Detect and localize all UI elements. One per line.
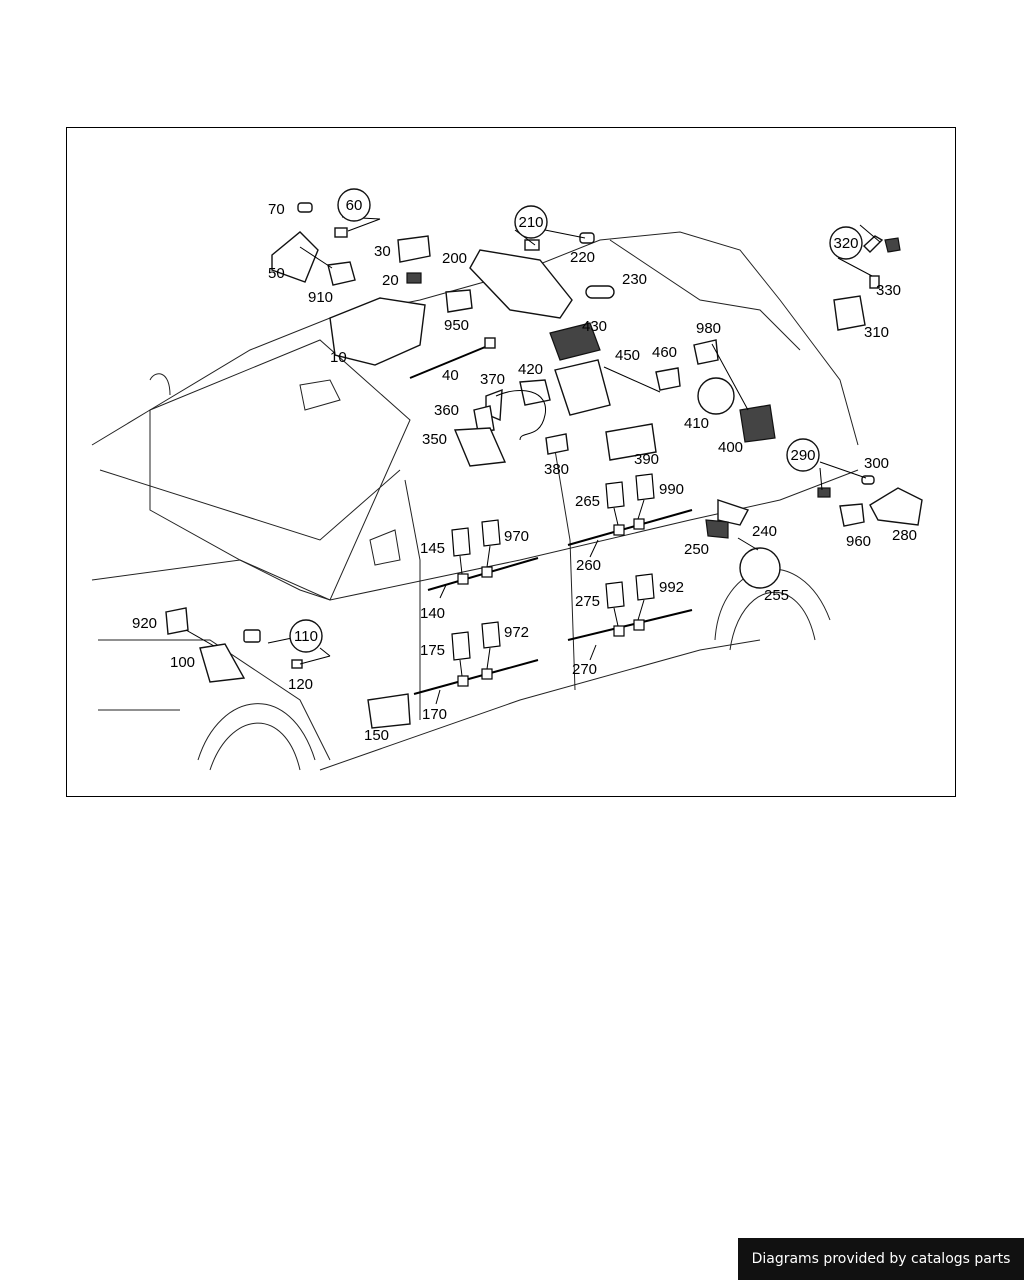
callout-170: 170 (422, 706, 447, 723)
callout-100: 100 (170, 654, 195, 671)
callout-50: 50 (268, 265, 285, 282)
callout-300: 300 (864, 455, 889, 472)
callout-310: 310 (864, 324, 889, 341)
callout-960: 960 (846, 533, 871, 550)
part-drawings (165, 202, 923, 729)
callout-920: 920 (132, 615, 157, 632)
callout-270: 270 (572, 661, 597, 678)
callout-290: 290 (790, 447, 815, 464)
callout-labels: 70 60 30 20 50 910 10 200 950 40 210 220… (132, 197, 917, 744)
callout-420: 420 (518, 361, 543, 378)
callout-40: 40 (442, 367, 459, 384)
callout-70: 70 (268, 201, 285, 218)
callout-950: 950 (444, 317, 469, 334)
callout-380: 380 (544, 461, 569, 478)
callout-250: 250 (684, 541, 709, 558)
callout-10: 10 (330, 349, 347, 366)
callout-20: 20 (382, 272, 399, 289)
callout-980: 980 (696, 320, 721, 337)
callout-120: 120 (288, 676, 313, 693)
callout-175: 175 (420, 642, 445, 659)
callout-990: 990 (659, 481, 684, 498)
callout-rings (289, 188, 863, 653)
callout-450: 450 (615, 347, 640, 364)
callout-30: 30 (374, 243, 391, 260)
callout-200: 200 (442, 250, 467, 267)
callout-350: 350 (422, 431, 447, 448)
callout-370: 370 (480, 371, 505, 388)
callout-320: 320 (833, 235, 858, 252)
callout-330: 330 (876, 282, 901, 299)
callout-430: 430 (582, 318, 607, 335)
callout-410: 410 (684, 415, 709, 432)
callout-275: 275 (575, 593, 600, 610)
callout-972: 972 (504, 624, 529, 641)
callout-360: 360 (434, 402, 459, 419)
callout-992: 992 (659, 579, 684, 596)
callout-150: 150 (364, 727, 389, 744)
callout-145: 145 (420, 540, 445, 557)
callout-110: 110 (294, 628, 318, 645)
callout-460: 460 (652, 344, 677, 361)
callout-400: 400 (718, 439, 743, 456)
callout-255: 255 (764, 587, 789, 604)
callout-910: 910 (308, 289, 333, 306)
callout-220: 220 (570, 249, 595, 266)
callout-230: 230 (622, 271, 647, 288)
callout-390: 390 (634, 451, 659, 468)
car-outline (91, 231, 859, 771)
callout-240: 240 (752, 523, 777, 540)
callout-970: 970 (504, 528, 529, 545)
callout-265: 265 (575, 493, 600, 510)
footer-credit-badge: Diagrams provided by catalogs parts (738, 1238, 1024, 1280)
callout-280: 280 (892, 527, 917, 544)
callout-140: 140 (420, 605, 445, 622)
callout-60: 60 (346, 197, 363, 214)
callout-260: 260 (576, 557, 601, 574)
callout-210: 210 (518, 214, 543, 231)
